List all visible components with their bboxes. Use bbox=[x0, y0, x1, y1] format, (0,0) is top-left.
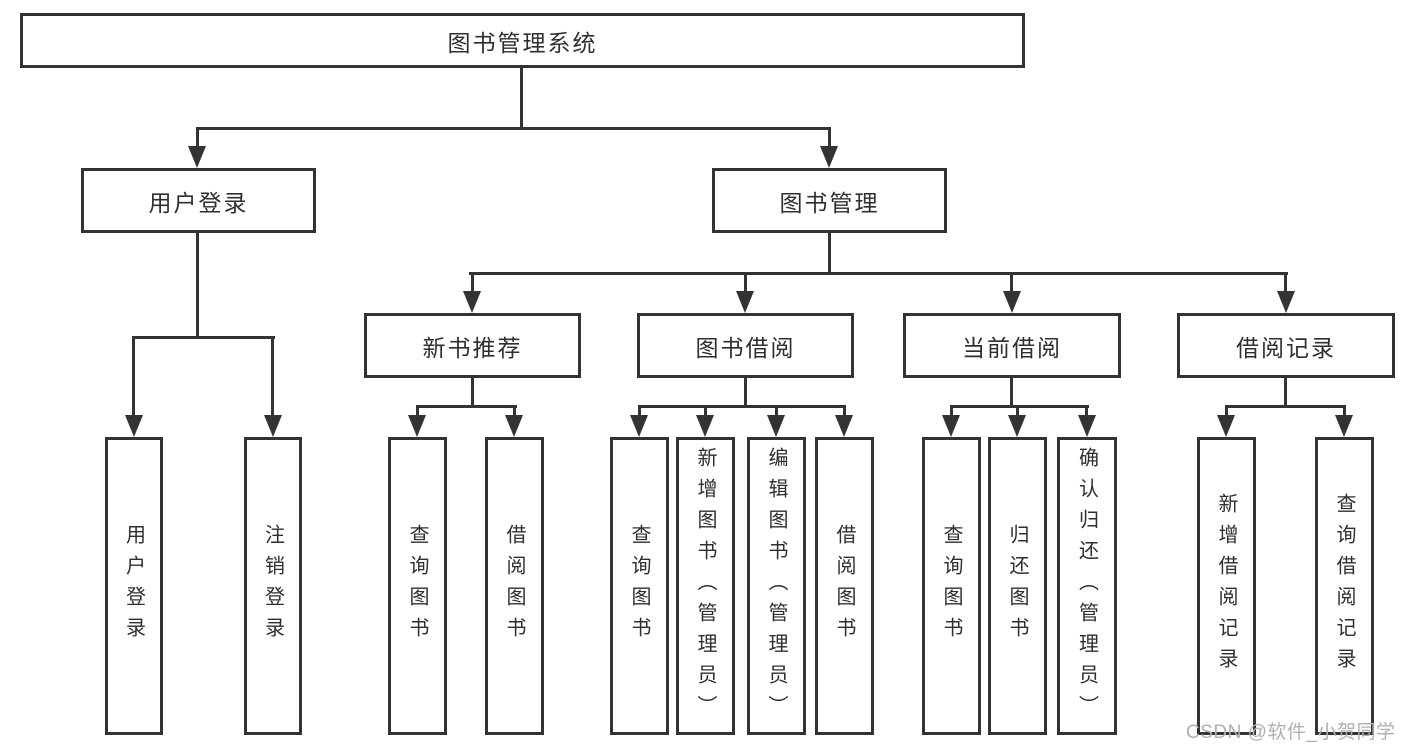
leaf-query-borrow-record: 查询借阅记录 bbox=[1315, 437, 1374, 735]
arrow-down-icon bbox=[630, 415, 648, 437]
connector-line bbox=[950, 405, 1089, 408]
node-label: 确认归还（管理员） bbox=[1075, 446, 1098, 726]
connector-line bbox=[471, 272, 474, 296]
node-label: 新书推荐 bbox=[422, 334, 523, 361]
arrow-down-icon bbox=[1003, 291, 1021, 313]
connector-line bbox=[843, 405, 846, 421]
arrow-down-icon bbox=[820, 146, 838, 168]
csdn-watermark: CSDN @软件_小贺同学 bbox=[1186, 722, 1396, 743]
connector-line bbox=[1225, 405, 1228, 421]
leaf-confirm-return-admin: 确认归还（管理员） bbox=[1057, 437, 1117, 735]
node-label: 编辑图书（管理员） bbox=[765, 446, 787, 726]
connector-line bbox=[828, 127, 831, 151]
connector-line bbox=[828, 233, 831, 275]
connector-line bbox=[704, 405, 707, 421]
arrow-down-icon bbox=[188, 146, 206, 168]
arrow-down-icon bbox=[505, 415, 523, 437]
connector-line bbox=[132, 336, 135, 419]
leaf-query-books: 查询图书 bbox=[610, 437, 669, 735]
node-label: 注销登录 bbox=[261, 524, 284, 648]
node-user-login: 用户登录 bbox=[81, 168, 316, 233]
connector-line bbox=[744, 272, 747, 296]
connector-line bbox=[744, 378, 747, 408]
connector-line bbox=[132, 336, 275, 339]
connector-line bbox=[196, 127, 831, 130]
leaf-add-borrow-record: 新增借阅记录 bbox=[1197, 437, 1256, 735]
node-label: 借阅图书 bbox=[833, 524, 855, 648]
arrow-down-icon bbox=[835, 415, 853, 437]
connector-line bbox=[1085, 405, 1088, 421]
connector-line bbox=[469, 272, 1288, 275]
node-label: 借阅图书 bbox=[503, 524, 525, 648]
leaf-query-books: 查询图书 bbox=[922, 437, 981, 735]
arrow-down-icon bbox=[942, 415, 960, 437]
connector-line bbox=[1010, 378, 1013, 408]
leaf-user-login: 用户登录 bbox=[105, 437, 163, 735]
connector-line bbox=[271, 336, 274, 419]
connector-line bbox=[196, 233, 199, 339]
leaf-edit-book-admin: 编辑图书（管理员） bbox=[747, 437, 806, 735]
arrow-down-icon bbox=[696, 415, 714, 437]
connector-line bbox=[1225, 405, 1346, 408]
node-label: 查询图书 bbox=[406, 524, 428, 648]
node-label: 借阅记录 bbox=[1236, 334, 1336, 361]
connector-line bbox=[638, 405, 846, 408]
leaf-query-books: 查询图书 bbox=[388, 437, 447, 735]
node-label: 用户登录 bbox=[122, 524, 145, 648]
connector-line bbox=[1284, 272, 1287, 296]
node-library-system: 图书管理系统 bbox=[20, 13, 1025, 68]
connector-line bbox=[1284, 378, 1287, 408]
node-label: 查询借阅记录 bbox=[1333, 493, 1355, 679]
leaf-borrow-book: 借阅图书 bbox=[815, 437, 874, 735]
leaf-return-book: 归还图书 bbox=[988, 437, 1047, 735]
connector-line bbox=[775, 405, 778, 421]
node-label: 图书管理 bbox=[779, 189, 880, 216]
connector-line bbox=[520, 68, 523, 130]
connector-line bbox=[196, 127, 199, 151]
node-label: 归还图书 bbox=[1006, 524, 1028, 648]
connector-line bbox=[416, 405, 419, 421]
arrow-down-icon bbox=[1008, 415, 1026, 437]
node-label: 查询图书 bbox=[628, 524, 650, 648]
leaf-add-book-admin: 新增图书（管理员） bbox=[676, 437, 735, 735]
node-label: 当前借阅 bbox=[962, 334, 1062, 361]
arrow-down-icon bbox=[1217, 415, 1235, 437]
node-label: 查询图书 bbox=[940, 524, 962, 648]
node-current-borrow: 当前借阅 bbox=[903, 313, 1121, 378]
arrow-down-icon bbox=[1078, 415, 1096, 437]
node-label: 新增图书（管理员） bbox=[694, 446, 716, 726]
arrow-down-icon bbox=[736, 291, 754, 313]
arrow-down-icon bbox=[767, 415, 785, 437]
node-book-management: 图书管理 bbox=[712, 168, 947, 233]
leaf-borrow-book: 借阅图书 bbox=[485, 437, 544, 735]
node-label: 新增借阅记录 bbox=[1215, 493, 1237, 679]
node-label: 图书管理系统 bbox=[447, 29, 598, 56]
connector-line bbox=[1016, 405, 1019, 421]
leaf-logout: 注销登录 bbox=[244, 437, 302, 735]
arrow-down-icon bbox=[463, 291, 481, 313]
node-label: 用户登录 bbox=[148, 189, 249, 216]
arrow-down-icon bbox=[1335, 415, 1353, 437]
arrow-down-icon bbox=[264, 415, 282, 437]
arrow-down-icon bbox=[408, 415, 426, 437]
arrow-down-icon bbox=[125, 415, 143, 437]
node-borrow-records: 借阅记录 bbox=[1177, 313, 1395, 378]
connector-line bbox=[1010, 272, 1013, 296]
connector-line bbox=[1343, 405, 1346, 421]
connector-line bbox=[513, 405, 516, 421]
connector-line bbox=[950, 405, 953, 421]
node-new-book-recommend: 新书推荐 bbox=[364, 313, 581, 378]
arrow-down-icon bbox=[1277, 291, 1295, 313]
node-book-borrow: 图书借阅 bbox=[637, 313, 854, 378]
node-label: 图书借阅 bbox=[695, 334, 796, 361]
connector-line bbox=[416, 405, 517, 408]
connector-line bbox=[471, 378, 474, 408]
connector-line bbox=[638, 405, 641, 421]
